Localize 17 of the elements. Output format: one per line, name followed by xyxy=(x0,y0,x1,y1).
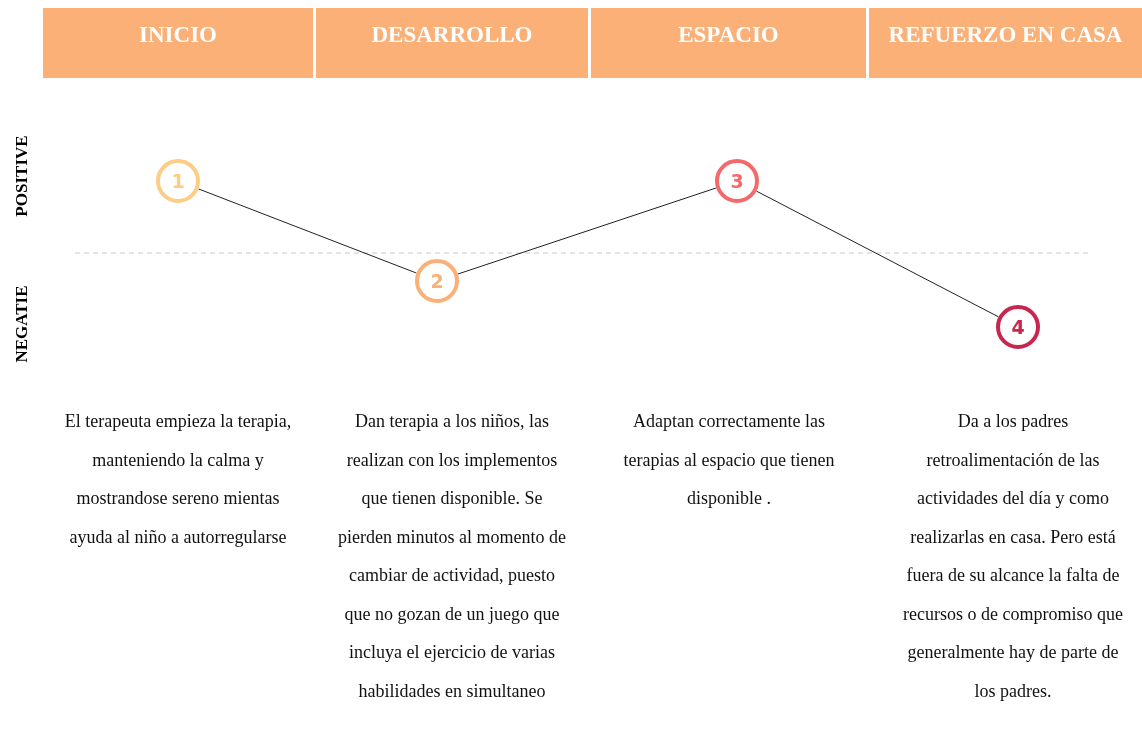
journey-line xyxy=(457,187,717,275)
step-circle: 3 xyxy=(715,159,759,203)
step-description: Da a los padres retroalimentación de las actividades del día y como realizarlas en casa. Pero está fuera de su alcance la falta de recursos o de compromiso que generalmente hay de parte de los padres. xyxy=(902,410,1124,703)
step-description: Dan terapia a los niños, las realizan con los implementos que tienen disponible. Se pierden minutos al momento de cambiar de actividad, puesto que no gozan de un juego que incluya el ejercicio de varias habilidades en simultaneo xyxy=(337,410,567,703)
axis-label: NEGATIE xyxy=(11,285,32,363)
stage-header: REFUERZO EN CASA xyxy=(869,8,1142,78)
step-circle: 4 xyxy=(996,305,1040,349)
step-description: Adaptan correctamente las terapias al espacio que tienen disponible . xyxy=(622,410,836,510)
journey-line xyxy=(198,188,417,274)
step-circle: 1 xyxy=(156,159,200,203)
axis-label: POSITIVE xyxy=(11,135,32,217)
step-description: El terapeuta empieza la terapia, manteniendo la calma y mostrandose sereno mientas ayuda al niño a autorregularse xyxy=(63,410,293,549)
stage-header: ESPACIO xyxy=(591,8,866,78)
stage-header: INICIO xyxy=(43,8,313,78)
step-circle: 2 xyxy=(415,259,459,303)
journey-line xyxy=(756,190,999,318)
stage-header: DESARROLLO xyxy=(316,8,588,78)
